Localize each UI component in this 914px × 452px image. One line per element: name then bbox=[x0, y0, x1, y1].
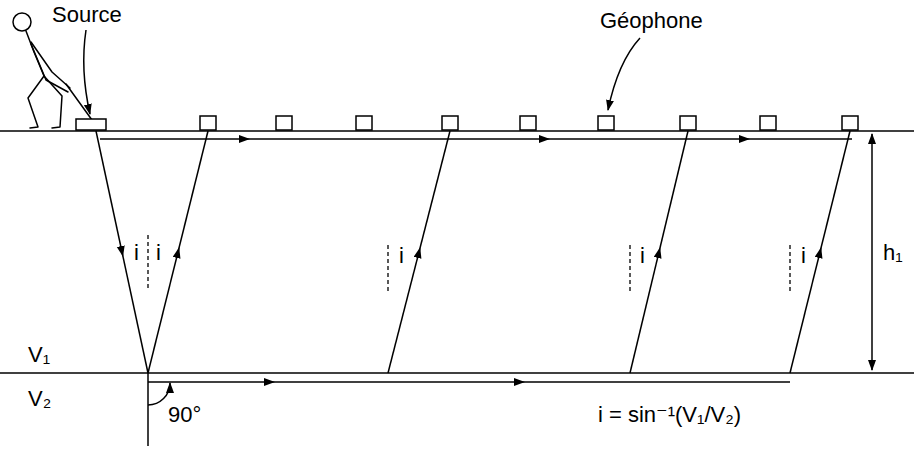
refracted-ray bbox=[388, 131, 450, 373]
leader-line bbox=[84, 30, 90, 114]
head-wave bbox=[148, 381, 790, 383]
angle-arc bbox=[148, 383, 170, 405]
refracted-ray bbox=[630, 131, 688, 373]
thickness-label: h₁ bbox=[883, 240, 903, 266]
angle-label: i bbox=[801, 243, 806, 269]
angle-label: i bbox=[156, 240, 161, 266]
angle-label: i bbox=[134, 240, 139, 266]
angle-value: 90° bbox=[168, 402, 201, 428]
refracted-ray bbox=[790, 131, 850, 373]
direct-wave bbox=[100, 138, 852, 140]
dashed-normals bbox=[148, 235, 790, 292]
geophone-label: Géophone bbox=[600, 8, 703, 34]
velocity-label: V₁ bbox=[28, 342, 50, 368]
reflected-ray bbox=[148, 131, 208, 373]
leader-line bbox=[608, 38, 640, 110]
normal-line bbox=[147, 373, 149, 446]
geophones bbox=[200, 116, 858, 130]
velocity-label: V₂ bbox=[28, 386, 51, 412]
incident-ray bbox=[96, 131, 148, 373]
source-label: Source bbox=[52, 2, 122, 28]
layer-interface bbox=[0, 372, 914, 374]
snell-formula: i = sin⁻¹(V₁/V₂) bbox=[598, 402, 741, 428]
operator-figure bbox=[13, 13, 92, 128]
source-plate bbox=[76, 119, 106, 130]
thickness-bracket bbox=[871, 134, 873, 370]
angle-label: i bbox=[399, 243, 404, 269]
angle-label: i bbox=[640, 243, 645, 269]
